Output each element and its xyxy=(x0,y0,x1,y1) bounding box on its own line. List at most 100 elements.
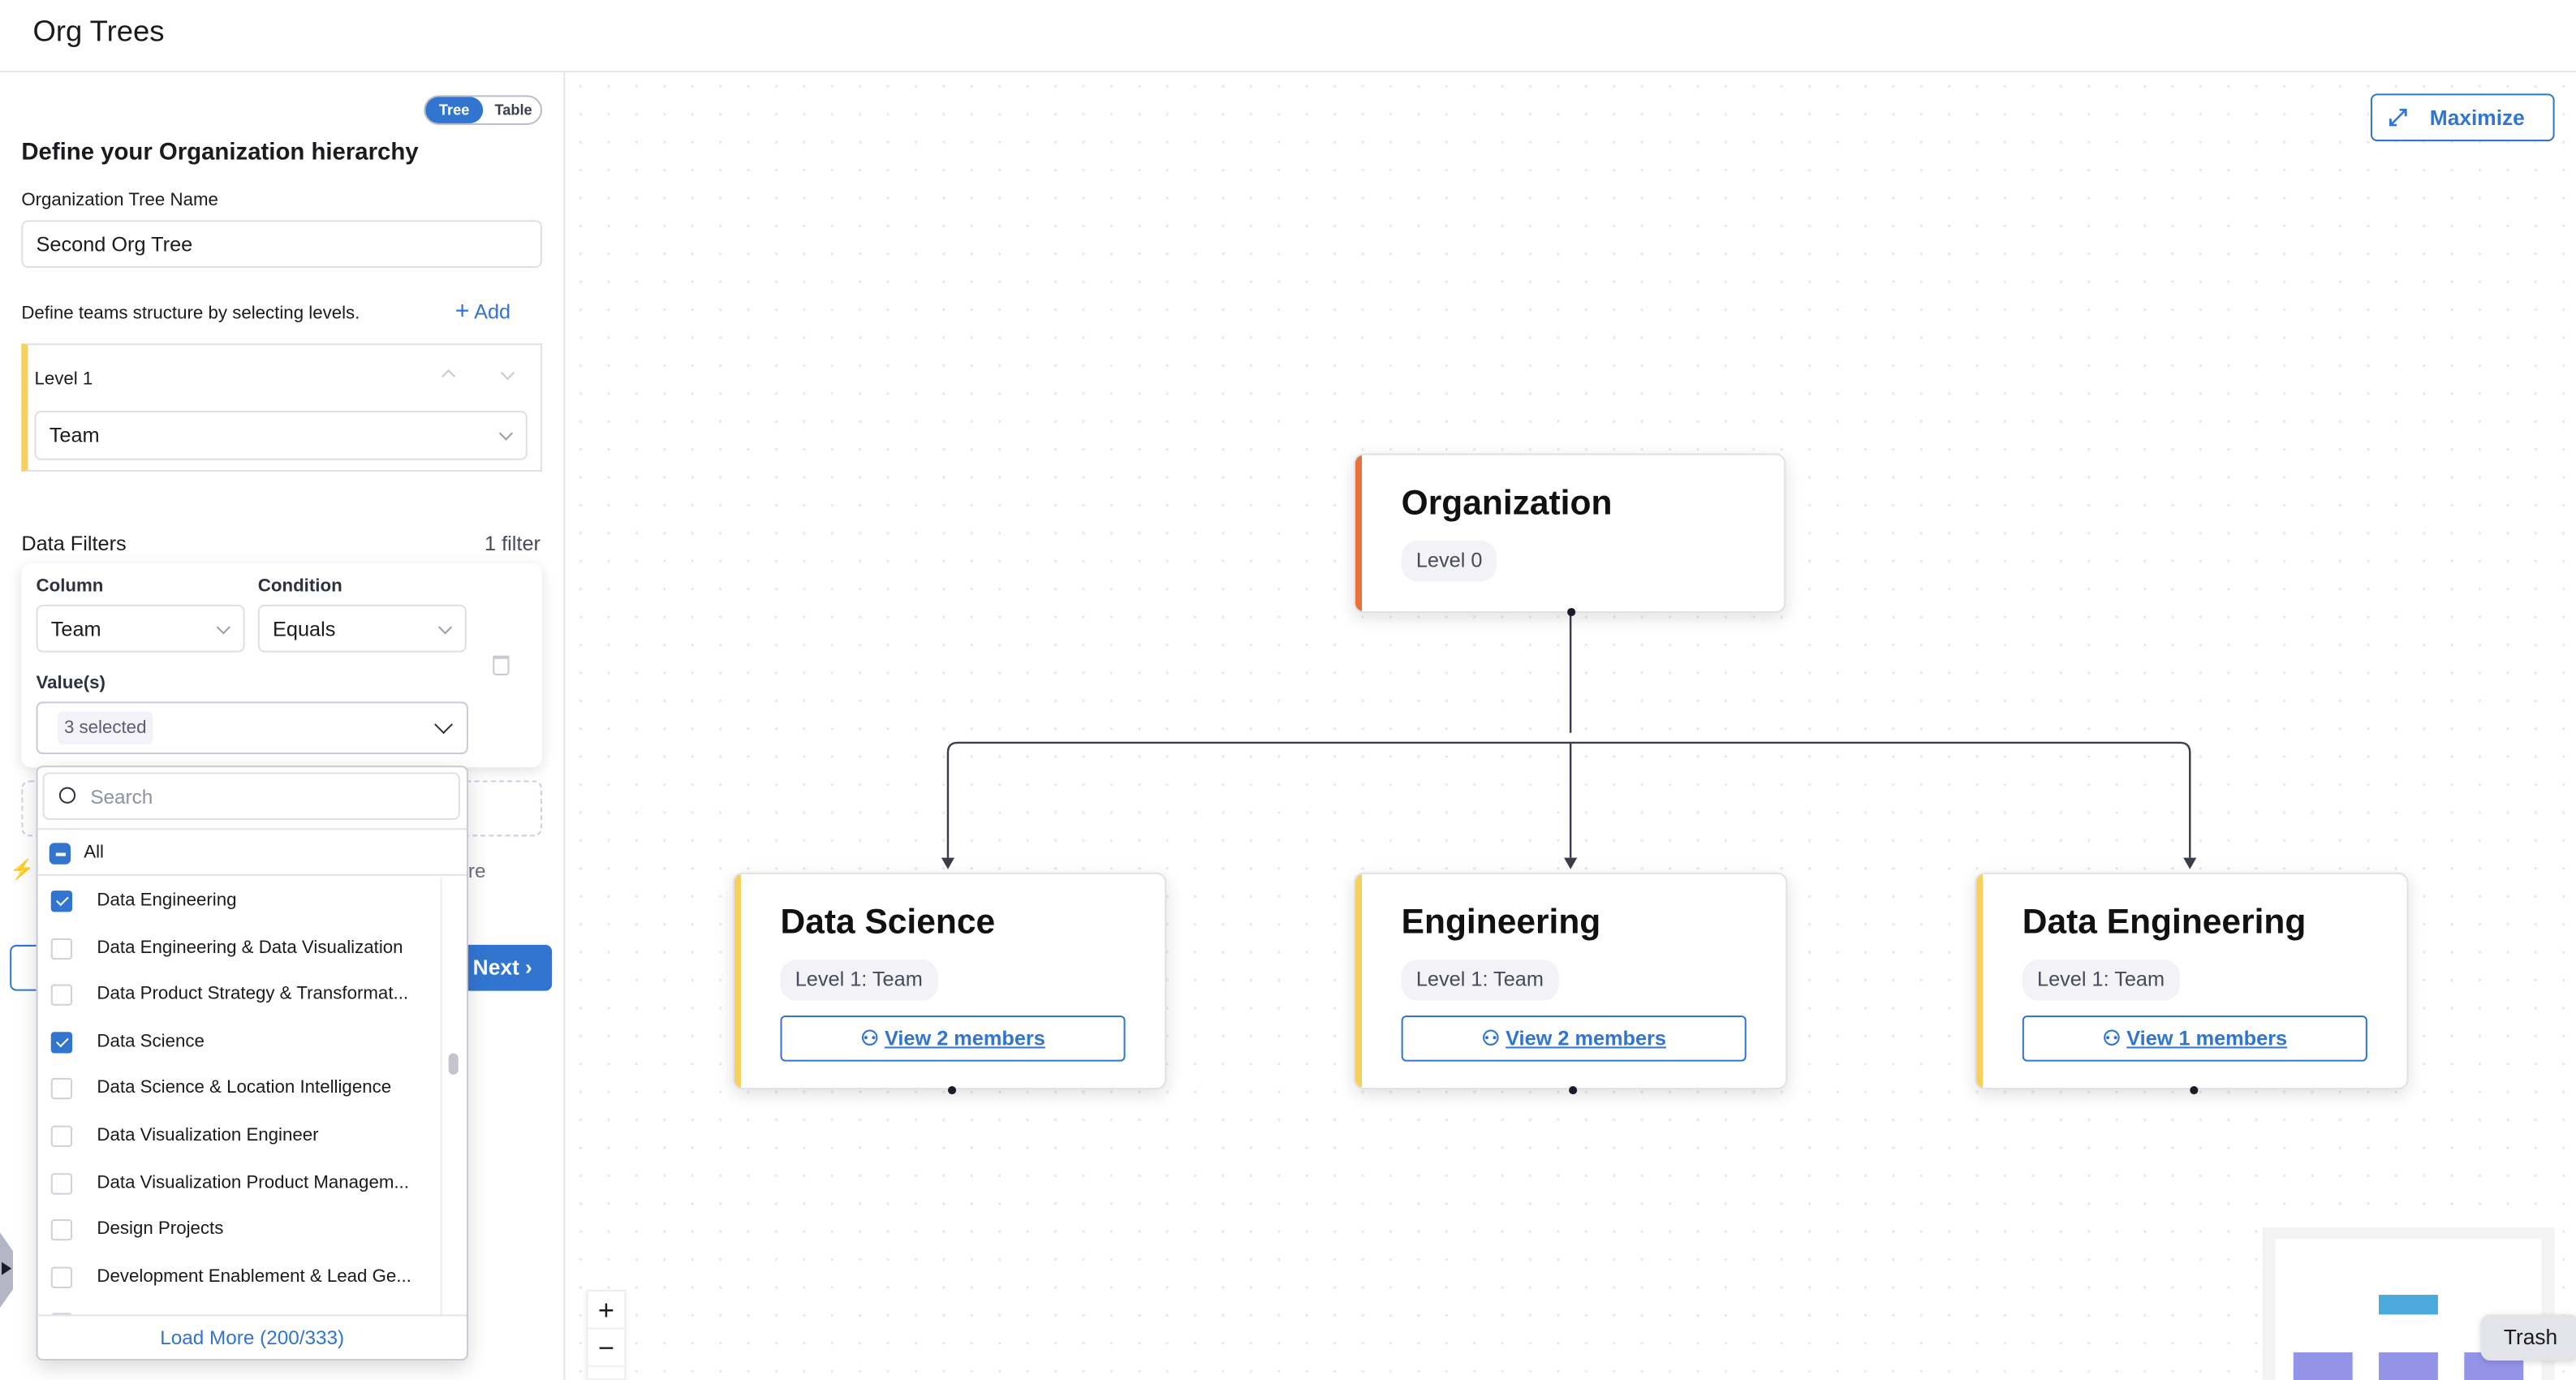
move-down-icon[interactable] xyxy=(500,365,515,381)
section-heading: Define your Organization hierarchy xyxy=(21,140,419,166)
move-up-icon[interactable] xyxy=(442,369,456,384)
option-label: Data Visualization Engineer xyxy=(97,1125,319,1145)
chevron-down-icon xyxy=(216,619,230,634)
levels-hint: Define teams structure by selecting leve… xyxy=(21,304,360,324)
org-tree-canvas[interactable]: ⤢ Maximize Organization Level 0 Data Sci… xyxy=(566,72,2576,1380)
option-item[interactable]: Data Engineering xyxy=(38,879,441,925)
condition-value: Equals xyxy=(273,617,336,640)
indeterminate-checkbox[interactable] xyxy=(49,843,71,865)
level-value: Team xyxy=(49,424,100,447)
team-icon: ⚇ xyxy=(1481,1027,1501,1050)
all-label: All xyxy=(84,843,104,863)
option-item[interactable]: Data Science xyxy=(38,1020,441,1067)
option-item[interactable]: Design Projects xyxy=(38,1208,441,1254)
option-item[interactable]: Data Product Strategy & Transformat... xyxy=(38,973,441,1020)
maximize-label: Maximize xyxy=(2429,105,2525,130)
plus-icon: + xyxy=(454,297,470,326)
data-filters-title: Data Filters xyxy=(21,532,127,556)
view-members-label: View 2 members xyxy=(1506,1027,1666,1050)
zoom-out-button[interactable]: − xyxy=(588,1330,625,1368)
level-select[interactable]: Team xyxy=(34,411,528,460)
option-label: Data Product Strategy & Transformat... xyxy=(97,984,409,1005)
load-more-button[interactable]: Load More (200/333) xyxy=(37,1314,467,1359)
option-item[interactable]: Data Engineering & Data Visualization xyxy=(38,926,441,972)
team-icon: ⚇ xyxy=(860,1027,879,1050)
option-checkbox[interactable] xyxy=(50,891,73,912)
option-label: Data Science & Location Intelligence xyxy=(97,1078,392,1098)
tree-name-value: Second Org Tree xyxy=(36,232,193,256)
connector-handle[interactable] xyxy=(2189,1085,2198,1094)
option-item[interactable]: Data Visualization Product Managem... xyxy=(38,1161,441,1207)
add-level-button[interactable]: + Add xyxy=(454,297,511,326)
level-badge: Level 1: Team xyxy=(2022,960,2180,1001)
select-all-row[interactable]: All xyxy=(37,828,467,876)
values-label: Value(s) xyxy=(36,673,106,694)
maximize-button[interactable]: ⤢ Maximize xyxy=(2370,93,2555,142)
add-label: Add xyxy=(474,300,511,324)
option-checkbox[interactable] xyxy=(50,1313,73,1315)
option-label: Data Science xyxy=(97,1031,205,1052)
team-icon: ⚇ xyxy=(2102,1027,2122,1050)
next-label: Next xyxy=(472,955,519,980)
option-label: Data Visualization Product Managem... xyxy=(97,1172,409,1192)
scrollbar-thumb[interactable] xyxy=(448,1053,459,1075)
option-checkbox[interactable] xyxy=(50,1219,73,1241)
dropdown-search-input[interactable]: Search xyxy=(42,772,460,821)
node-color-bar xyxy=(1976,873,1984,1089)
toggle-table[interactable]: Table xyxy=(494,101,532,119)
tree-name-input[interactable]: Second Org Tree xyxy=(21,220,542,268)
connector-lines xyxy=(941,615,2197,869)
org-node-child[interactable]: Data Engineering Level 1: Team ⚇ View 1 … xyxy=(1975,872,2409,1090)
expand-icon: ⤢ xyxy=(2389,103,2407,130)
option-checkbox[interactable] xyxy=(50,1266,73,1288)
view-members-button[interactable]: ⚇ View 2 members xyxy=(780,1015,1126,1062)
org-node-root[interactable]: Organization Level 0 xyxy=(1353,453,1786,614)
column-select[interactable]: Team xyxy=(36,604,245,653)
trash-icon[interactable] xyxy=(493,655,510,675)
node-title: Data Science xyxy=(780,903,996,942)
option-checkbox[interactable] xyxy=(50,1031,73,1054)
option-checkbox[interactable] xyxy=(50,984,73,1007)
option-checkbox[interactable] xyxy=(50,1125,73,1147)
zoom-in-button[interactable]: + xyxy=(588,1292,625,1330)
view-members-button[interactable]: ⚇ View 1 members xyxy=(2022,1015,2367,1062)
view-members-button[interactable]: ⚇ View 2 members xyxy=(1401,1015,1747,1062)
scrollbar-track[interactable] xyxy=(440,877,442,1315)
node-title: Data Engineering xyxy=(2022,903,2307,942)
lightning-icon: ⚡ xyxy=(10,857,35,881)
org-node-child[interactable]: Data Science Level 1: Team ⚇ View 2 memb… xyxy=(732,872,1167,1090)
level-badge: Level 0 xyxy=(1401,540,1497,582)
option-checkbox[interactable] xyxy=(50,1172,73,1194)
search-placeholder: Search xyxy=(90,784,153,808)
option-label: Data Engineering & Data Visualization xyxy=(97,937,403,958)
org-node-child[interactable]: Engineering Level 1: Team ⚇ View 2 membe… xyxy=(1353,872,1788,1090)
condition-select[interactable]: Equals xyxy=(257,604,467,653)
toggle-tree[interactable]: Tree xyxy=(425,97,484,123)
minimap[interactable] xyxy=(2262,1227,2555,1380)
tree-name-label: Organization Tree Name xyxy=(21,190,218,211)
app-header: Org Trees xyxy=(0,0,2576,73)
view-members-label: View 2 members xyxy=(884,1027,1045,1050)
view-toggle[interactable]: Tree Table xyxy=(424,95,542,125)
connector-handle[interactable] xyxy=(1568,1085,1577,1094)
option-label: Development Enablement & Lead Ge... xyxy=(97,1266,411,1287)
option-item[interactable]: Development Enablement & Lead Ge... xyxy=(38,1255,441,1301)
option-item[interactable]: Data Science & Location Intelligence xyxy=(38,1067,441,1113)
play-arrow-icon xyxy=(2,1261,12,1275)
obscured-text: re xyxy=(467,859,486,882)
connector-handle[interactable] xyxy=(1566,607,1575,617)
chevron-down-icon xyxy=(434,715,453,735)
option-item-partial[interactable] xyxy=(38,1302,441,1315)
chevron-down-icon xyxy=(437,619,453,634)
connector-path xyxy=(946,615,2191,858)
left-panel: Tree Table Define your Organization hier… xyxy=(0,72,566,1380)
option-checkbox[interactable] xyxy=(50,937,73,960)
level-card: Level 1 Team xyxy=(21,343,542,472)
option-item[interactable]: Data Visualization Engineer xyxy=(38,1114,441,1160)
minus-icon xyxy=(55,852,66,856)
level-badge: Level 1: Team xyxy=(1401,960,1559,1001)
values-multiselect[interactable]: 3 selected xyxy=(36,701,468,755)
connector-handle[interactable] xyxy=(946,1085,956,1094)
option-checkbox[interactable] xyxy=(50,1078,73,1100)
